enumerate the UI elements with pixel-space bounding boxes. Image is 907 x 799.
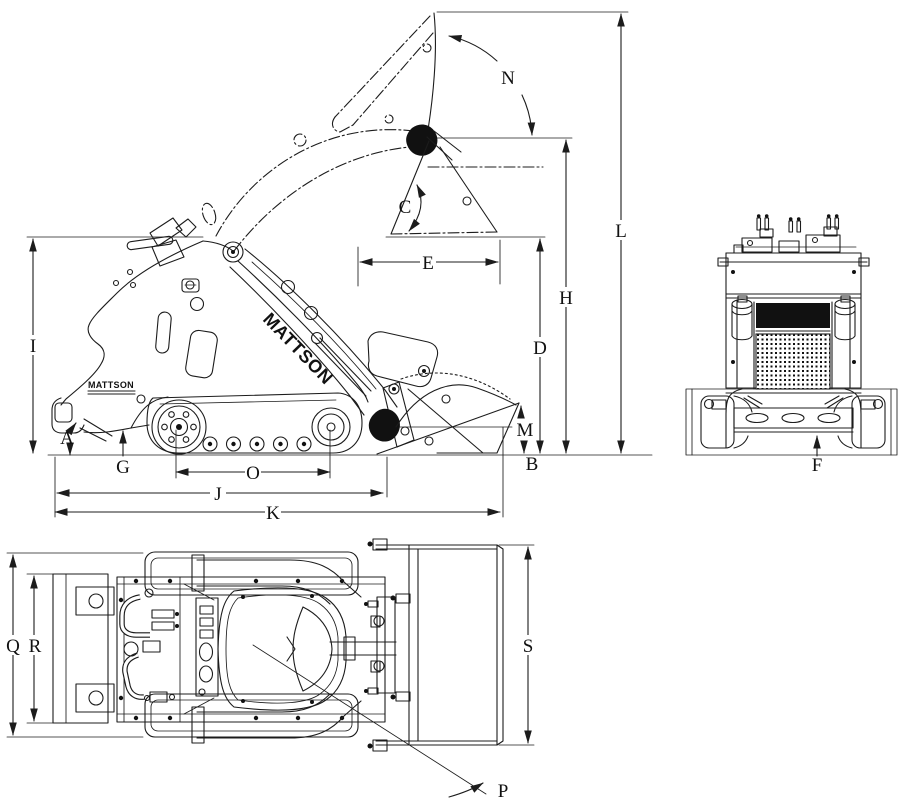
bucket-pivot-hub <box>368 408 400 442</box>
body-brand-decal: MATTSON <box>88 380 134 390</box>
radiator-grille <box>755 333 831 390</box>
dim-label-c: C <box>399 197 412 218</box>
rear-view-machine <box>685 214 898 456</box>
rear-bumper-plate <box>52 573 109 724</box>
dim-label-a: A <box>60 428 74 449</box>
dim-label-p: P <box>498 781 509 799</box>
dim-label-q: Q <box>6 636 20 657</box>
top-view-labels: Q R S P <box>5 635 536 799</box>
side-view-dimension-lines <box>26 11 653 518</box>
top-view-bucket <box>408 544 504 746</box>
dim-label-j: J <box>214 484 221 505</box>
boom-brand-decal: MATTSON <box>259 309 337 388</box>
engine-cover-pod <box>217 587 347 711</box>
engine-deck-fittings <box>733 214 857 254</box>
drive-sprocket <box>151 399 207 455</box>
dim-label-s: S <box>523 636 534 657</box>
top-view-machine <box>52 538 504 752</box>
track-undercarriage <box>146 392 363 455</box>
bucket-ground-position <box>376 372 520 455</box>
side-view: MATTSON MATTSON <box>25 11 653 524</box>
rear-left-track <box>700 395 735 449</box>
top-right-track <box>144 693 359 738</box>
rear-hitch <box>54 402 73 423</box>
dim-label-k: K <box>266 503 280 524</box>
top-view: Q R S P <box>5 538 536 799</box>
hydraulic-canisters <box>731 295 856 341</box>
raised-position-phantom <box>201 12 544 252</box>
dim-label-d: D <box>533 338 547 359</box>
boom-arm: MATTSON <box>222 241 415 448</box>
quick-attach-plate <box>364 538 498 752</box>
engine-bay-components <box>119 588 179 703</box>
top-left-track <box>144 551 359 596</box>
dim-label-n: N <box>501 68 515 89</box>
front-idler <box>311 407 351 447</box>
dim-label-r: R <box>29 636 42 657</box>
rear-view: F <box>685 214 898 476</box>
rear-right-track <box>851 395 886 449</box>
dim-label-l: L <box>615 221 627 242</box>
body-brand-decal-group: MATTSON <box>87 380 146 404</box>
dim-label-i: I <box>30 336 36 357</box>
spec-plate <box>181 278 200 293</box>
raised-hinge-hub <box>406 124 438 156</box>
radiator-upper-panel <box>756 303 830 328</box>
dim-label-f: F <box>812 455 823 476</box>
top-view-dimension-lines <box>6 544 535 798</box>
main-deck <box>116 576 386 723</box>
top-view-boom-arms <box>191 554 411 744</box>
control-console <box>195 597 219 697</box>
side-view-machine: MATTSON MATTSON <box>51 12 544 455</box>
dim-label-o: O <box>246 463 260 484</box>
dim-label-b: B <box>526 454 539 475</box>
side-view-labels: L H D E N C I A G O J K M B <box>25 67 629 524</box>
dim-label-g: G <box>116 457 130 478</box>
dim-label-e: E <box>422 253 434 274</box>
control-handle <box>126 217 197 267</box>
dim-label-m: M <box>517 420 534 441</box>
dim-label-h: H <box>559 288 573 309</box>
